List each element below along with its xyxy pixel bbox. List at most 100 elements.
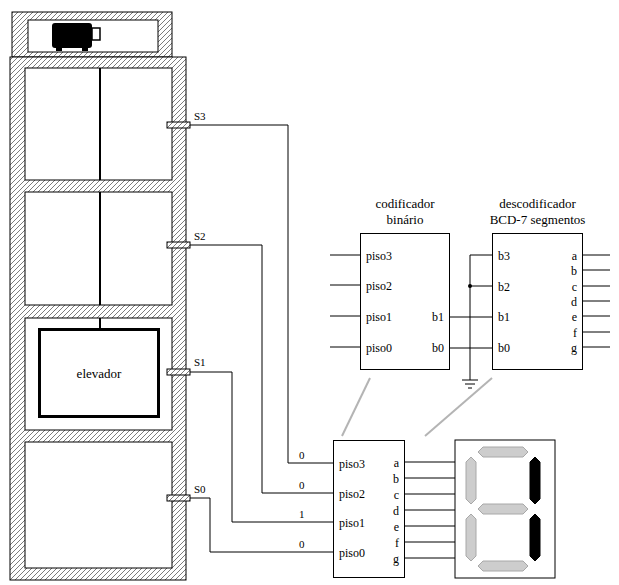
output-pin-name: b1 (432, 311, 444, 323)
machine-room (12, 12, 172, 57)
junction-dot (468, 284, 472, 288)
floor-sensor (167, 495, 190, 501)
signal-value: 1 (299, 508, 305, 520)
elevator-shaft (99, 192, 101, 305)
decoder-block: descodificador BCD-7 segmentosb3b2b1b0ab… (492, 233, 583, 370)
input-pin-name: b1 (498, 311, 510, 323)
signal-value: 0 (299, 538, 305, 550)
pin-line (330, 316, 360, 317)
input-pin-name: piso1 (366, 311, 392, 323)
elevator-shaft (25, 442, 172, 568)
elevator-shaft (25, 192, 172, 305)
bit-wire (450, 348, 492, 349)
input-pin-name: b0 (498, 342, 510, 354)
ground-symbol (462, 380, 478, 388)
machine-room (12, 12, 172, 57)
pin-line (330, 347, 360, 348)
sensor-name: S1 (194, 356, 206, 368)
input-pin-name: piso3 (366, 250, 392, 262)
pin-line (330, 255, 360, 256)
pin-line (405, 558, 455, 559)
elevator-shaft (25, 68, 172, 180)
machine-room (92, 28, 100, 40)
pin-line (583, 301, 610, 302)
sensor-wire (190, 125, 333, 552)
pin-line (405, 494, 455, 495)
pin-line (330, 285, 360, 286)
pin-line (583, 316, 610, 317)
floor-sensor (167, 122, 190, 501)
seven-segment-display (478, 447, 528, 457)
output-pin-name: d (571, 296, 577, 308)
output-pin-name: e (572, 311, 577, 323)
pin-line (405, 478, 455, 479)
sensor-name: S2 (194, 230, 206, 242)
output-pin-name: b (571, 265, 577, 277)
seven-segment-display (466, 457, 476, 504)
elevator-shaft (10, 57, 186, 580)
elevator-shaft (10, 57, 186, 580)
pin-line (405, 462, 455, 463)
block-title: descodificador BCD-7 segmentos (486, 196, 590, 229)
sensor-name: S3 (194, 110, 206, 122)
ground-symbol (465, 384, 475, 385)
elevator-car: elevador (38, 328, 160, 418)
block-title: codificador binário (363, 196, 447, 229)
output-pin-name: d (393, 505, 399, 517)
machine-room (56, 46, 62, 51)
pin-line (583, 332, 610, 333)
zoom-line (342, 378, 370, 436)
pin-line (583, 270, 610, 271)
pin-line (405, 510, 455, 511)
seven-segment-display (530, 514, 540, 561)
input-pin-name: piso0 (366, 342, 392, 354)
sensor-encoder-block: piso3 piso2 piso1 piso0 abcdefg (333, 440, 405, 578)
pin-line (470, 255, 492, 256)
seven-segment-display (466, 514, 476, 561)
ground-symbol (462, 380, 478, 381)
output-pin-name: f (573, 327, 577, 339)
pin-line (583, 286, 610, 287)
input-pin-name: piso0 (339, 547, 365, 559)
seven-segment-display (455, 440, 555, 578)
machine-room (82, 46, 88, 51)
output-pin-name: c (572, 281, 577, 293)
output-pin-name: b (393, 473, 399, 485)
output-pin-name: c (394, 489, 399, 501)
sensor-wire (190, 498, 333, 552)
encoder-block: codificador bináriopiso3piso2piso1piso0b… (360, 233, 450, 370)
pin-line (405, 542, 455, 543)
elevator-shaft (25, 318, 172, 430)
seven-segment-display (478, 504, 528, 514)
output-pin-name: b0 (432, 342, 444, 354)
input-pin-name: piso2 (339, 488, 365, 500)
floor-sensor (167, 242, 190, 248)
elevator-shaft (99, 68, 101, 180)
input-pin-name: piso3 (339, 458, 365, 470)
zoom-line (425, 378, 492, 436)
floor-sensor (167, 122, 190, 128)
pin-line (405, 526, 455, 527)
output-pin-name: e (394, 521, 399, 533)
input-pin-name: piso1 (339, 517, 365, 529)
output-pin-name: f (395, 537, 399, 549)
pin-line (470, 286, 492, 287)
output-pin-name: a (394, 457, 399, 469)
machine-room (52, 23, 92, 48)
output-pin-name: g (571, 342, 577, 354)
signal-value: 0 (299, 449, 305, 461)
seven-segment-display (530, 457, 540, 504)
input-pin-name: b2 (498, 281, 510, 293)
output-pin-name: g (393, 553, 399, 565)
sensor-name: S0 (194, 483, 206, 495)
ground-symbol (468, 388, 472, 389)
input-pin-name: piso2 (366, 280, 392, 292)
input-pin-name: b3 (498, 250, 510, 262)
machine-room (28, 20, 158, 52)
zoom-line (342, 378, 492, 436)
seven-segment-display (478, 561, 528, 571)
signal-value: 0 (299, 479, 305, 491)
pin-line (583, 347, 610, 348)
